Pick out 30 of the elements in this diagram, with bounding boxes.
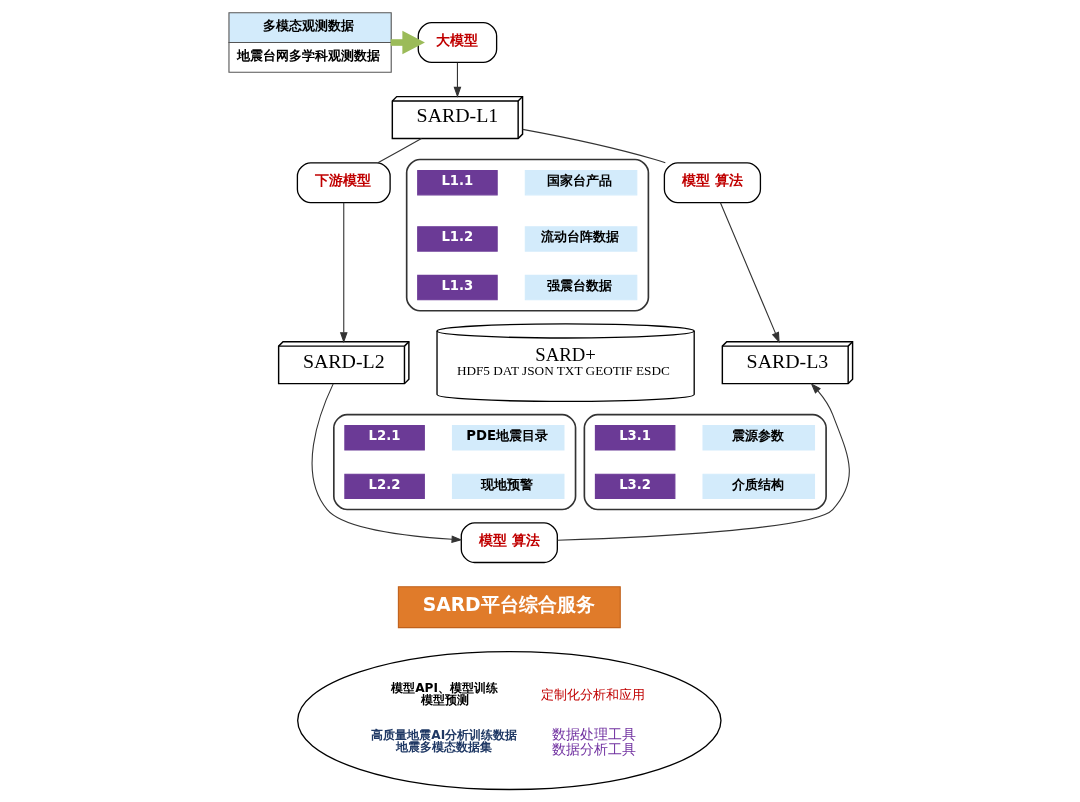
- node-box: L1.2: [416, 226, 498, 252]
- node-box: 介质结构: [702, 473, 815, 500]
- arrow: [453, 62, 461, 98]
- node-box: 下游模型: [296, 162, 391, 204]
- cluster: [583, 413, 827, 511]
- connector: [521, 128, 666, 164]
- arrow: [311, 383, 463, 544]
- node-box: L3.2: [594, 473, 675, 500]
- arrow: [556, 382, 850, 541]
- node-box: L3.1: [594, 425, 675, 451]
- node-box: 大模型: [417, 22, 497, 64]
- node-box: SARD平台综合服务: [397, 586, 621, 629]
- node-box: 强震台数据: [524, 274, 637, 301]
- cluster: [332, 413, 576, 511]
- node-box: 国家台产品: [524, 170, 637, 196]
- node-box: L2.1: [343, 425, 425, 451]
- node-box: 现地预警: [451, 473, 564, 500]
- node-box: 模型 算法: [460, 522, 558, 564]
- node-box: PDE地震目录: [451, 425, 564, 451]
- node-box: 震源参数: [702, 425, 815, 451]
- arrow: [339, 202, 348, 344]
- node-box: L1.3: [416, 274, 498, 301]
- node-box: 流动台阵数据: [524, 226, 637, 252]
- node-box: L1.1: [416, 170, 498, 196]
- connector: [376, 138, 422, 164]
- node-box: L2.2: [343, 473, 425, 500]
- cluster: [405, 158, 649, 312]
- arrow: [719, 202, 780, 344]
- node-box: 模型 算法: [663, 162, 761, 204]
- node-ellipse: 模型API、模型训练 模型预测 定制化分析和应用 高质量地震AI分析训练数据 地震多模态数据集 数据处理工具 数据分析工具: [296, 651, 722, 791]
